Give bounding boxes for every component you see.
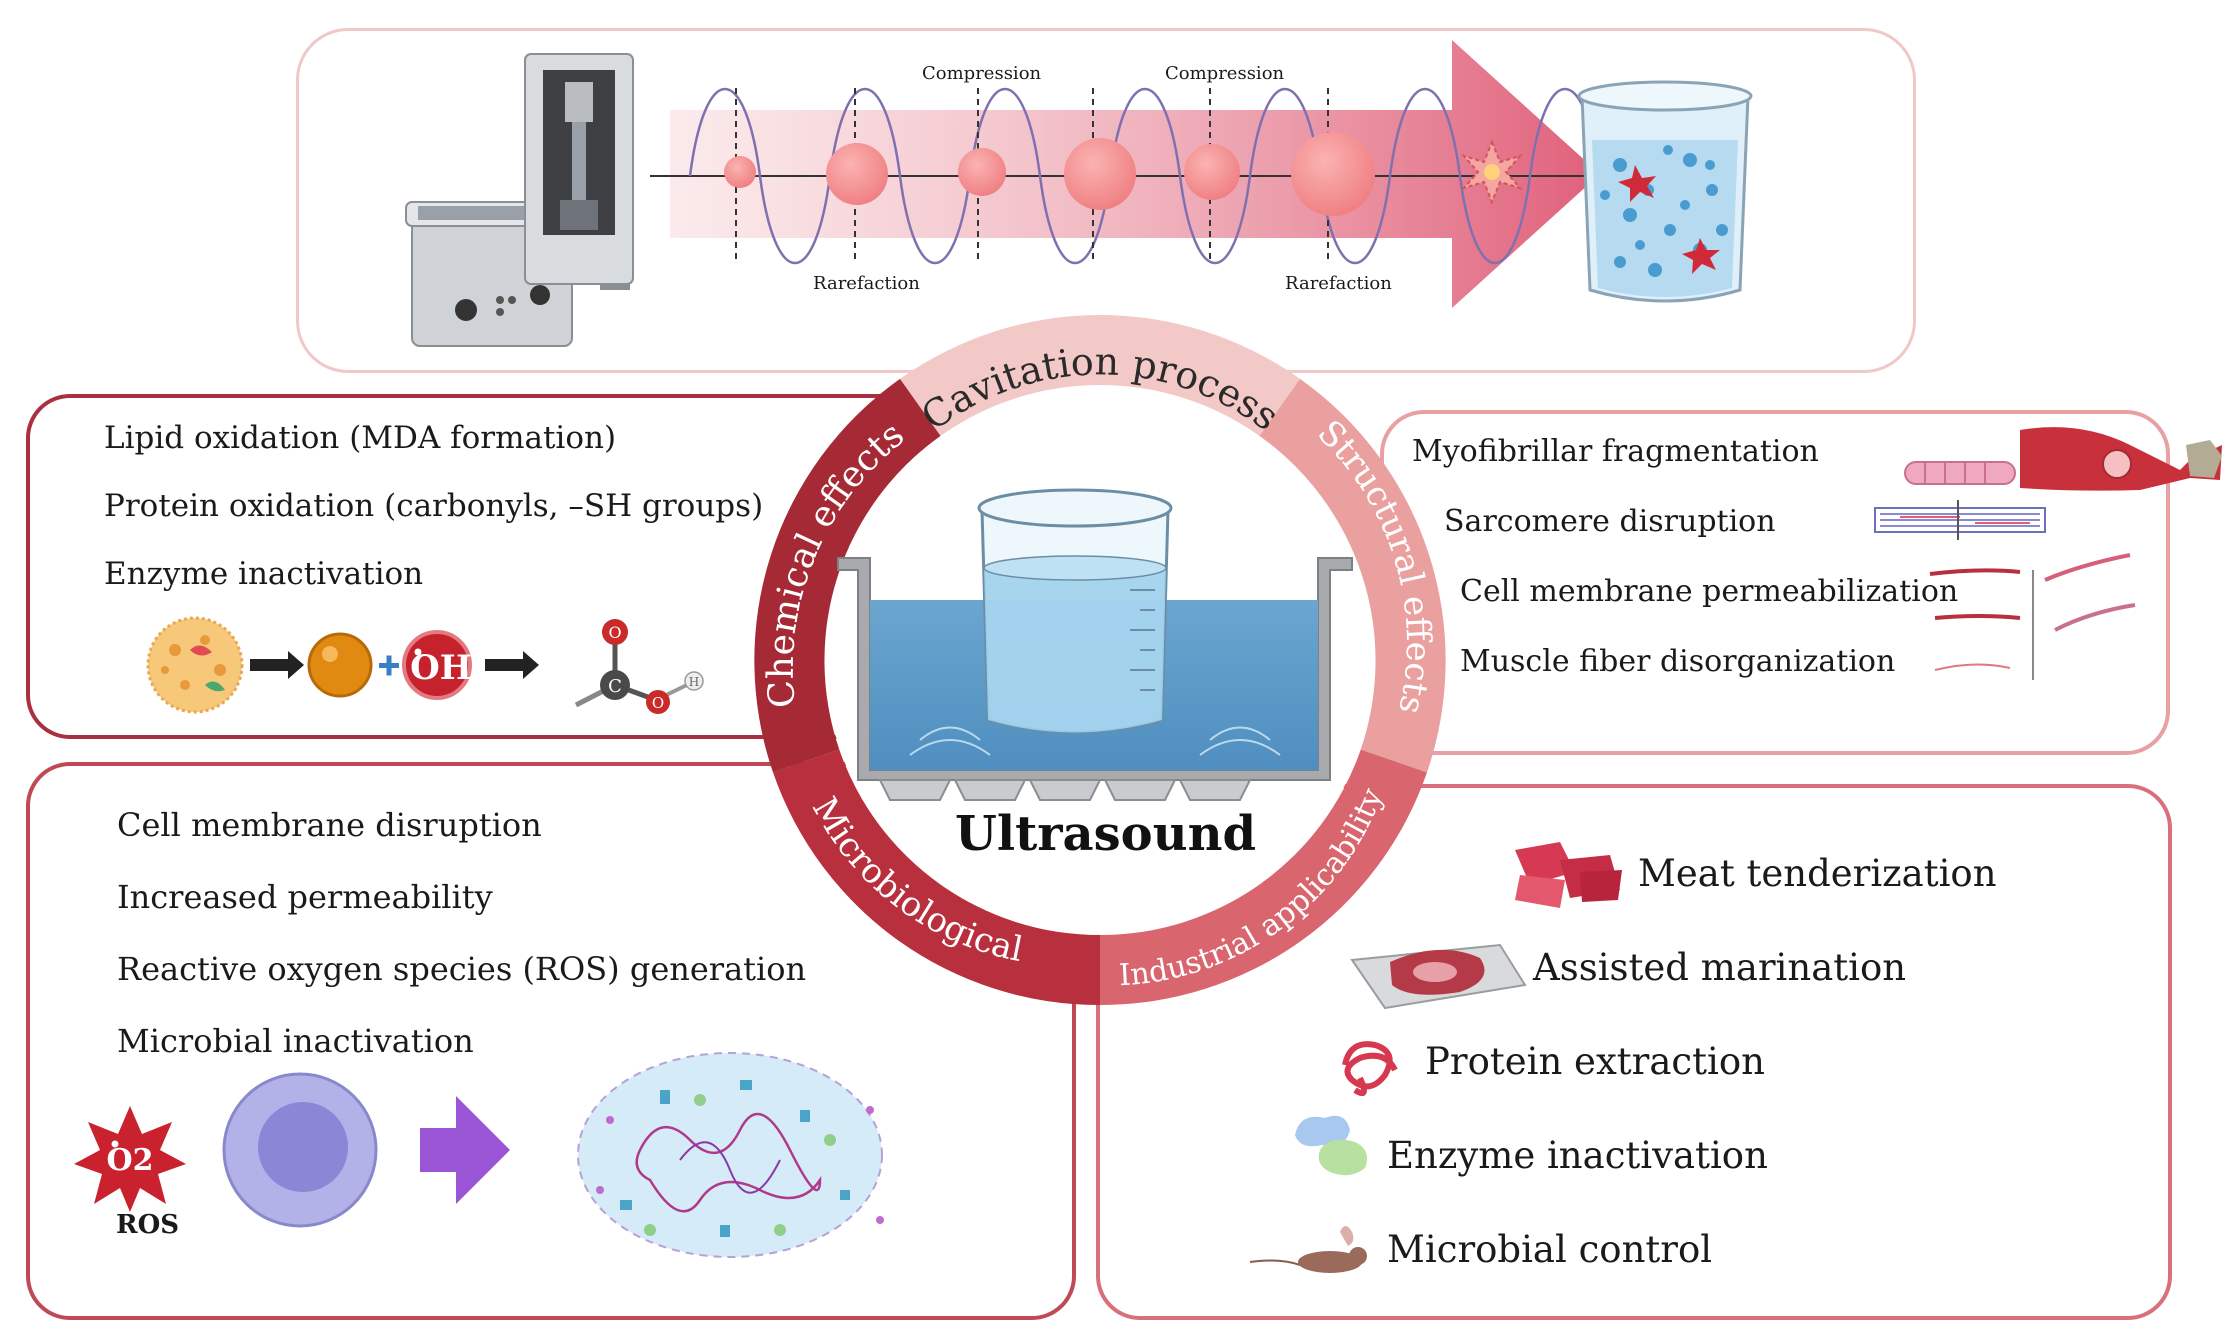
arrow-right-icon bbox=[485, 651, 539, 679]
radical-sphere-icon bbox=[307, 632, 373, 698]
torn-fibers-icon bbox=[1929, 553, 2136, 680]
compression-label: Compression bbox=[922, 63, 1042, 84]
chemical-item-protein-oxidation: Protein oxidation (carbonyls, –SH groups… bbox=[104, 488, 764, 524]
rarefaction-label: Rarefaction bbox=[813, 273, 920, 294]
meat-cubes-icon bbox=[1515, 842, 1622, 908]
bubble bbox=[1291, 132, 1375, 216]
protein-strand-icon bbox=[1342, 1041, 1398, 1096]
structural-item-myofibrillar-fragmentation: Myofibrillar fragmentation bbox=[1412, 434, 1819, 469]
bubble bbox=[826, 143, 888, 205]
svg-text:C: C bbox=[608, 676, 622, 697]
industrial-item-protein-extraction: Protein extraction bbox=[1425, 1040, 1765, 1083]
bubble bbox=[1064, 138, 1136, 210]
industrial-item-assisted-marination: Assisted marination bbox=[1533, 946, 1907, 989]
industrial-item-microbial-control: Microbial control bbox=[1387, 1228, 1713, 1271]
cavitation-bubbles bbox=[724, 132, 1375, 216]
sound-wave bbox=[688, 88, 1602, 264]
chemical-item-lipid-oxidation: Lipid oxidation (MDA formation) bbox=[104, 420, 617, 456]
ultrasound-title: Ultrasound bbox=[955, 806, 1257, 862]
svg-text:OH: OH bbox=[410, 648, 472, 688]
phase-markers bbox=[735, 88, 1329, 262]
ring-segment-chemical bbox=[754, 378, 941, 773]
svg-text:H: H bbox=[689, 675, 699, 689]
chemical-item-enzyme-inactivation: Enzyme inactivation bbox=[104, 556, 424, 592]
structural-item-sarcomere-disruption: Sarcomere disruption bbox=[1444, 504, 1776, 539]
svg-text:O2: O2 bbox=[106, 1143, 153, 1178]
ultrasonic-probe-icon bbox=[524, 53, 634, 290]
rarefaction-label: Rarefaction bbox=[1285, 273, 1392, 294]
svg-text:O: O bbox=[608, 623, 621, 642]
lysed-cell-icon bbox=[577, 1052, 884, 1258]
micro-item-permeability: Increased permeability bbox=[117, 878, 493, 916]
ultrasonic-bath-beaker-icon bbox=[837, 488, 1353, 801]
micro-item-microbial-inactivation: Microbial inactivation bbox=[117, 1022, 474, 1060]
micro-item-ros-generation: Reactive oxygen species (ROS) generation bbox=[117, 950, 807, 988]
rodent-microbe-icon bbox=[1249, 1226, 1367, 1273]
arrow-right-icon bbox=[250, 651, 304, 679]
svg-text:O: O bbox=[652, 694, 664, 712]
sarcomere-icon bbox=[1874, 500, 2046, 540]
industrial-item-meat-tenderization: Meat tenderization bbox=[1638, 852, 1997, 895]
plus-icon bbox=[379, 655, 399, 676]
hydroxyl-radical-icon: OH bbox=[402, 630, 472, 700]
enzyme-blob-icon bbox=[1295, 1115, 1368, 1176]
ros-label: ROS bbox=[116, 1210, 180, 1240]
ring-segment-structural bbox=[1259, 378, 1446, 773]
compression-label: Compression bbox=[1165, 63, 1285, 84]
muscle-fiber-icon bbox=[1904, 427, 2222, 491]
industrial-item-enzyme-inactivation: Enzyme inactivation bbox=[1387, 1134, 1768, 1177]
bubble bbox=[958, 148, 1006, 196]
ring-segment-industrial bbox=[1100, 749, 1427, 1006]
beaker-particles-icon bbox=[1577, 80, 1753, 303]
bubble bbox=[724, 156, 756, 188]
ring-segment-microbiological bbox=[773, 749, 1100, 1006]
marinated-meat-tray-icon bbox=[1350, 943, 1527, 1010]
structural-item-membrane-permeabilization: Cell membrane permeabilization bbox=[1460, 574, 1959, 609]
implosion-burst-icon bbox=[1460, 139, 1524, 205]
micro-item-membrane-disruption: Cell membrane disruption bbox=[117, 806, 542, 844]
intact-cell-icon bbox=[222, 1072, 378, 1228]
ring-segment-cavitation bbox=[900, 315, 1300, 436]
ros-burst-icon: O2 bbox=[74, 1106, 186, 1212]
bubble bbox=[1184, 144, 1240, 200]
lipid-droplet-icon bbox=[146, 616, 244, 714]
arrow-right-icon bbox=[420, 1096, 510, 1204]
carboxyl-molecule-icon: C O O H bbox=[574, 619, 704, 714]
structural-item-fiber-disorganization: Muscle fiber disorganization bbox=[1460, 644, 1896, 679]
